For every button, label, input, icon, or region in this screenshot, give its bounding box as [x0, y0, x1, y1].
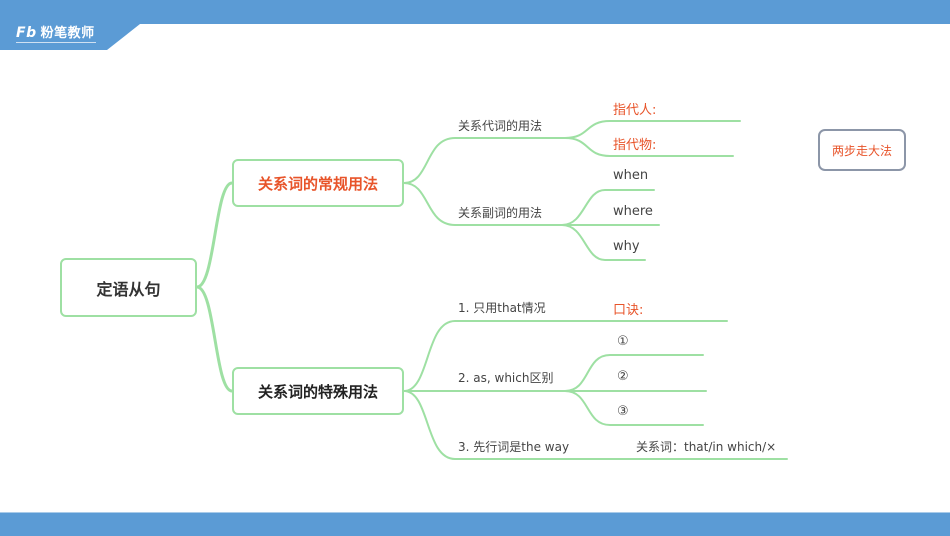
topic-only-that[interactable]: 1. 只用that情况 — [458, 301, 546, 315]
leaf-refers-thing[interactable]: 指代物: — [613, 138, 657, 153]
topic-the-way[interactable]: 3. 先行词是the way — [458, 440, 570, 454]
two-step-method-callout[interactable]: 两步走大法 — [818, 129, 906, 171]
topic-as-which[interactable]: 2. as, which区别 — [458, 371, 554, 385]
leaf-item-1[interactable]: ① — [617, 334, 629, 349]
root-node[interactable]: 定语从句 — [60, 258, 197, 317]
logo-mark: Fb — [16, 25, 37, 41]
leaf-item-3[interactable]: ③ — [617, 404, 629, 419]
leaf-why[interactable]: why — [613, 239, 640, 254]
topic-relative-adverb[interactable]: 关系副词的用法 — [458, 206, 543, 220]
leaf-when[interactable]: when — [613, 168, 649, 183]
branch-special-usage[interactable]: 关系词的特殊用法 — [232, 367, 404, 415]
leaf-item-2[interactable]: ② — [617, 369, 629, 384]
leaf-relative-words[interactable]: 关系词：that/in which/× — [636, 440, 777, 454]
branch-label: 关系词的特殊用法 — [257, 382, 378, 401]
leaf-where[interactable]: where — [613, 204, 653, 219]
callout-label: 两步走大法 — [831, 143, 892, 158]
logo-underline — [16, 42, 96, 43]
branch-label: 关系词的常规用法 — [257, 174, 378, 193]
root-label: 定语从句 — [96, 279, 161, 299]
header-shape — [0, 0, 950, 50]
branch-regular-usage[interactable]: 关系词的常规用法 — [232, 159, 404, 207]
topic-relative-pronoun[interactable]: 关系代词的用法 — [458, 119, 543, 133]
logo-text: 粉笔教师 — [40, 26, 95, 41]
leaf-mnemonic[interactable]: 口诀: — [613, 303, 644, 318]
footer-bar — [0, 512, 950, 536]
leaf-refers-person[interactable]: 指代人: — [613, 103, 657, 118]
